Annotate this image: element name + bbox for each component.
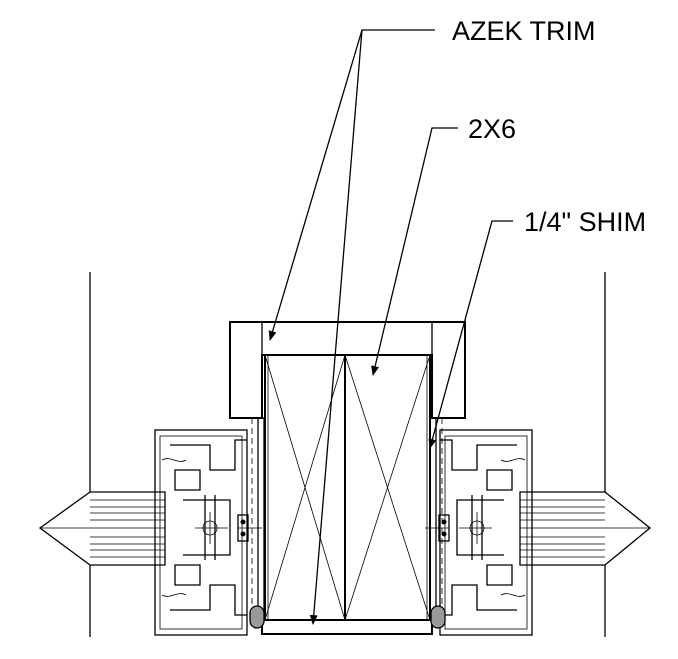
azek-trim-leaders [268,29,435,625]
stud-label: 2X6 [468,114,516,144]
stud-leader [371,127,458,376]
left-mullion-frame [154,429,262,636]
two-by-six-studs [264,354,431,621]
right-mullion-frame [425,429,533,636]
gaskets [249,605,446,629]
shim-label: 1/4" SHIM [524,207,646,237]
left-glazing-panel [38,491,166,566]
shims [251,417,443,620]
azek-trim-label: AZEK TRIM [452,16,596,46]
wall-outline [89,272,606,637]
right-glazing-panel [519,491,652,566]
shim-leader [428,220,513,449]
